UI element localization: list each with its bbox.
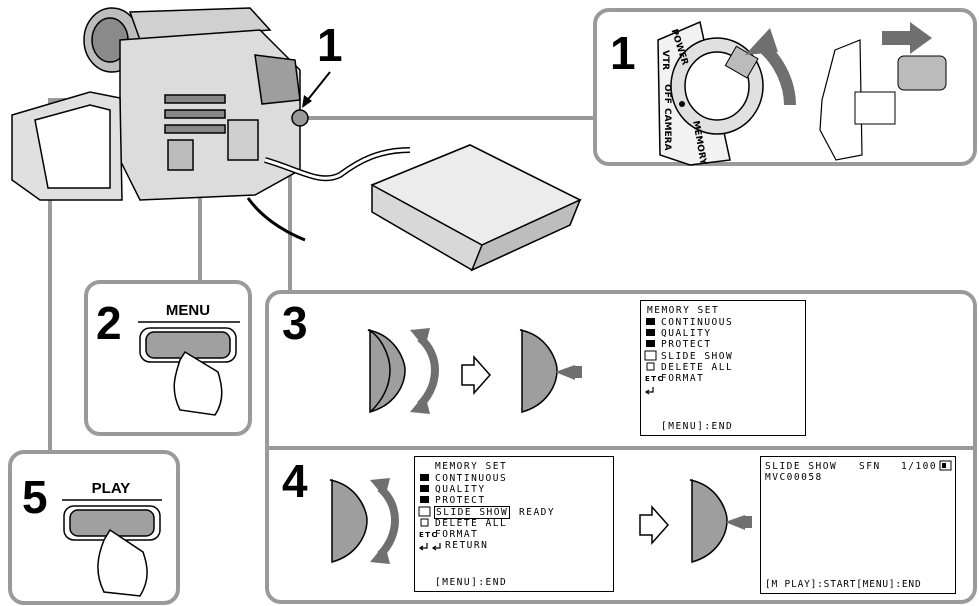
menu-item-slide-show: SLIDE SHOW [661,351,734,362]
menu-item-continuous: CONTINUOUS [661,317,734,328]
menu-footer: [MENU]:END [661,421,734,432]
quality-icon [646,329,655,336]
menu-item-continuous: CONTINUOUS [435,473,508,484]
menu-screen-step3: MEMORY SET CONTINUOUS QUALITY PROTECT SL… [640,300,806,436]
quality-icon [420,485,429,492]
panel-divider [269,446,973,450]
menu-title: MEMORY SET [435,461,508,472]
menu-item-protect: PROTECT [661,339,712,350]
slideshow-filename: MVC00058 [765,472,823,483]
slideshow-mode: SFN [859,461,881,472]
step1-callout-number: 1 [610,27,636,79]
step-number-3: 3 [282,297,308,349]
step-number-4: 4 [282,455,308,507]
menu-item-format: FORMAT [661,373,705,384]
ready-label: READY [519,507,556,518]
protect-icon [646,340,655,347]
menu-button-label: MENU [165,302,211,319]
slideshow-footer: [M PLAY]:START[MENU]:END [765,579,922,590]
etc-label: ETC [419,531,439,539]
menu-item-delete-all: DELETE ALL [661,362,734,373]
step-number-2: 2 [96,297,122,349]
delete-icon [646,362,655,371]
play-button-label: PLAY [91,480,131,497]
step-number-1: 1 [317,19,343,71]
continuous-icon [420,474,429,481]
menu-screen-step4: MEMORY SET CONTINUOUS QUALITY PROTECT SL… [414,456,614,592]
delete-icon [420,518,429,527]
menu-item-quality: QUALITY [435,484,486,495]
menu-item-format: FORMAT [435,529,479,540]
return-icon [431,543,441,551]
menu-item-delete-all: DELETE ALL [435,518,508,529]
menu-item-quality: QUALITY [661,328,712,339]
continuous-icon [646,318,655,325]
menu-item-slide-show-selected: SLIDE SHOW [434,506,511,519]
menu-item-return: RETURN [445,540,489,551]
menu-item-protect: PROTECT [435,495,486,506]
slideshow-count: 1/100 [901,461,938,472]
slideshow-icon [418,506,431,517]
etc-label: ETC [645,375,665,383]
slideshow-screen: SLIDE SHOW SFN 1/100 MVC00058 [M PLAY]:S… [760,456,956,594]
menu-footer: [MENU]:END [435,577,508,588]
step-number-5: 5 [22,471,48,523]
return-icon [644,387,654,395]
return-icon [418,543,428,551]
slideshow-label: SLIDE SHOW [765,461,838,472]
slideshow-icon [644,350,657,361]
protect-icon [420,496,429,503]
menu-title: MEMORY SET [647,305,720,316]
